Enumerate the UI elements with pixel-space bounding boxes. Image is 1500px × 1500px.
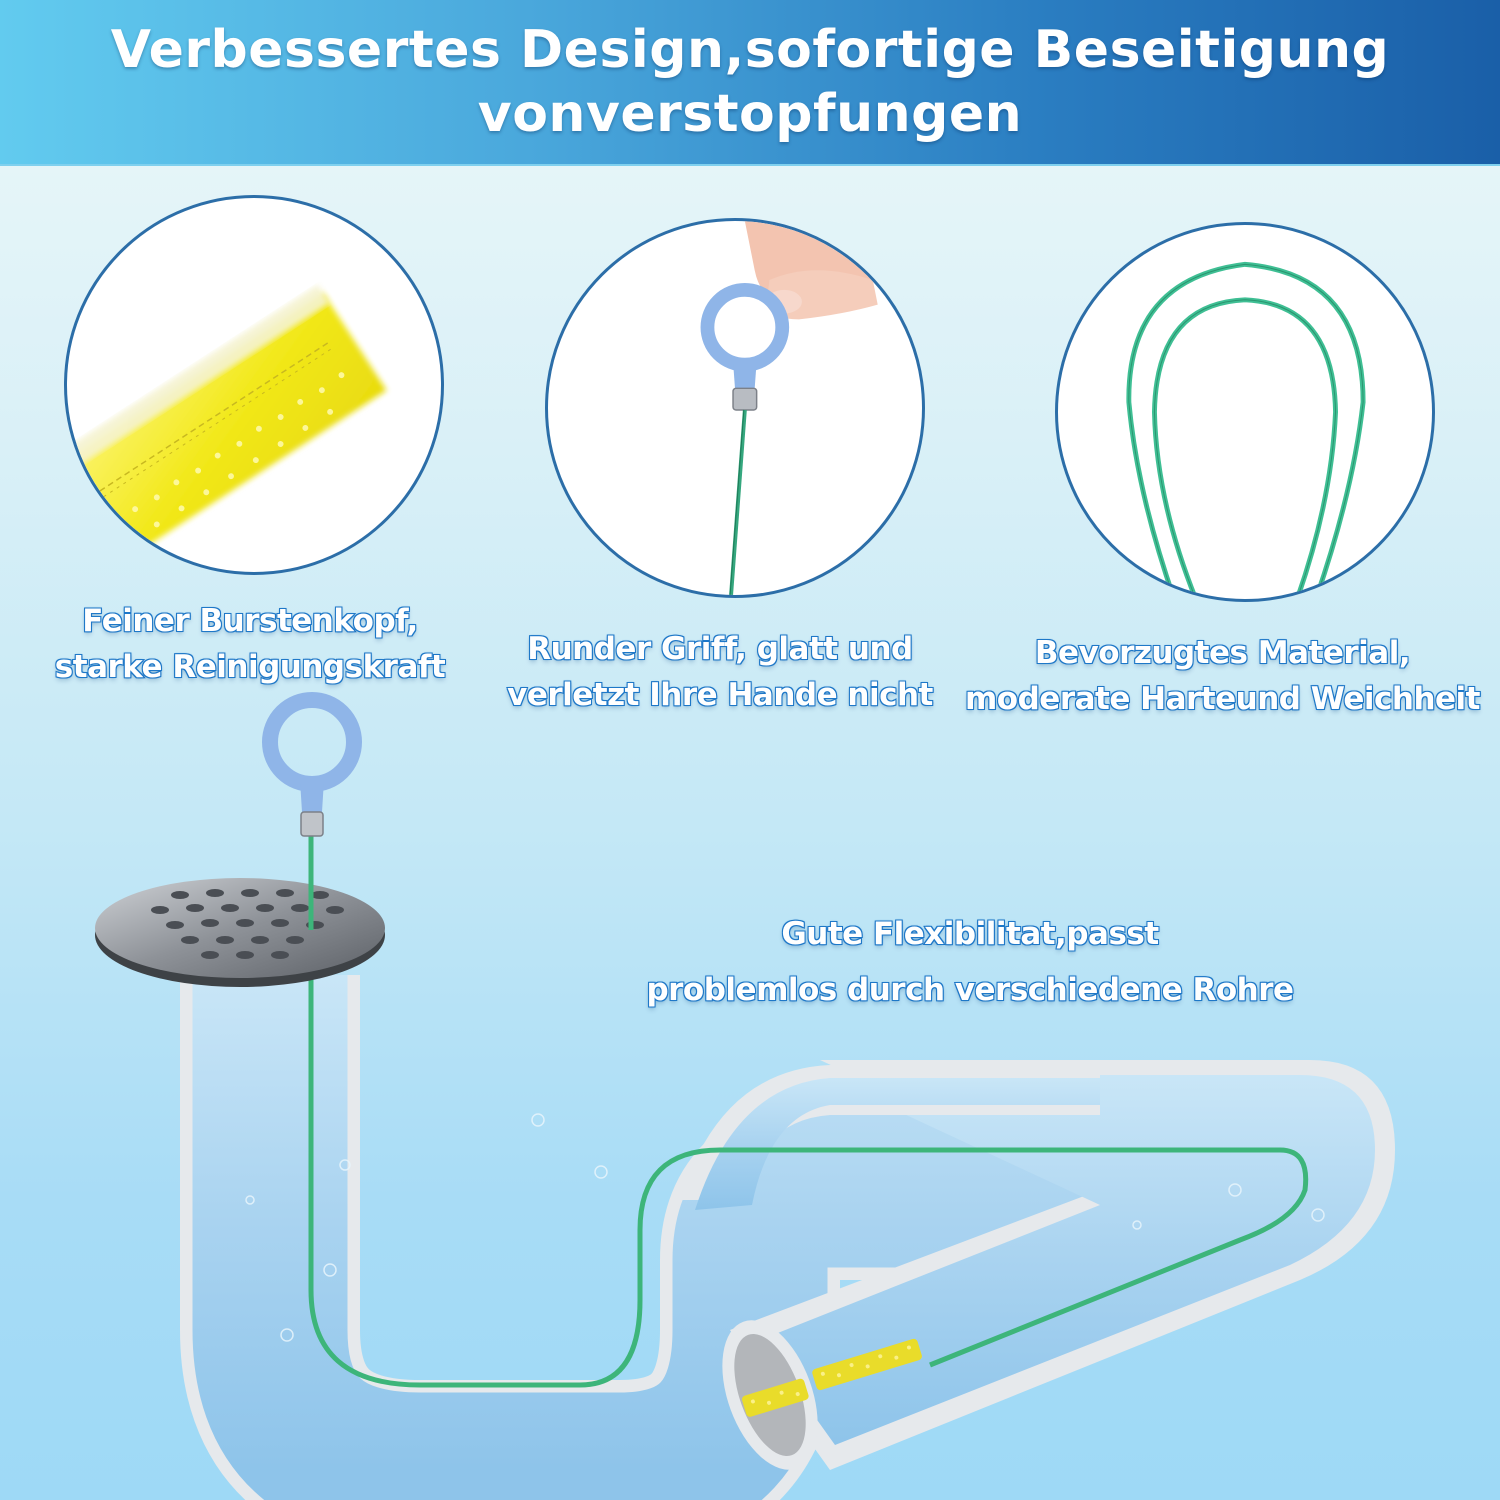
feature-caption-brush-head: Feiner Burstenkopf, starke Reinigungskra… [20,598,480,690]
caption-line-1: Runder Griff, glatt und [526,630,914,668]
s-trap-pipe-icon [180,975,1395,1500]
caption-line-2: verletzt Ihre Hande nicht [506,676,934,714]
wire-loop-icon [1126,261,1366,599]
header-banner: Verbessertes Design,sofortige Beseitigun… [0,0,1500,166]
feature-image-round-handle [545,218,925,598]
caption-line-2: moderate Harteund Weichheit [964,680,1482,718]
caption-line-2: problemlos durch verschiedene Rohre [645,971,1295,1009]
drain-cover-icon [95,878,385,987]
caption-line-1: Gute Flexibilitat,passt [780,915,1160,953]
header-title-line-1: Verbessertes Design,sofortige Beseitigun… [110,20,1390,80]
header-title-line-2: vonverstopfungen [477,84,1023,144]
feature-image-wire-loop [1055,222,1435,602]
yellow-brush-head-icon [742,1338,922,1417]
caption-line-1: Feiner Burstenkopf, [81,602,419,640]
feature-caption-round-handle: Runder Griff, glatt und verletzt Ihre Ha… [490,626,950,718]
pipe-illustration [95,692,1395,1500]
green-wire-icon [308,845,1309,1388]
caption-line-2: starke Reinigungskraft [54,648,447,686]
illustration-caption-flexibility: Gute Flexibilitat,passt problemlos durch… [620,906,1320,1018]
brush-head-icon [67,284,387,557]
bubbles-icon [245,1113,1325,1342]
caption-line-1: Bevorzugtes Material, [1034,634,1412,672]
round-handle-icon [700,221,879,595]
feature-image-brush-head [64,195,444,575]
ring-handle-icon [262,692,362,930]
feature-caption-material: Bevorzugtes Material, moderate Harteund … [950,630,1495,722]
